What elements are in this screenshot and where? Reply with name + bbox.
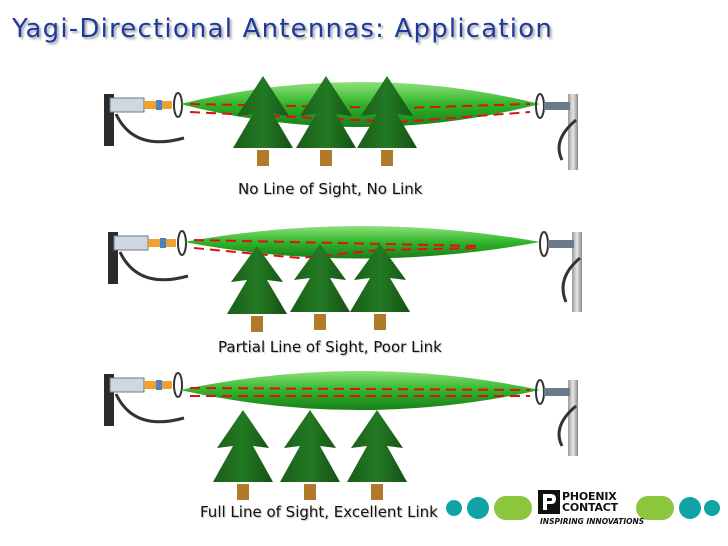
tree-icon — [227, 246, 287, 332]
receiver-antenna-icon — [535, 93, 578, 170]
tree-icon — [296, 76, 356, 166]
logo-tagline: INSPIRING INNOVATIONS — [540, 517, 645, 526]
tree-icon — [357, 76, 417, 166]
signal-beam — [184, 226, 540, 259]
scenario-3 — [104, 371, 578, 500]
signal-lines — [193, 239, 481, 260]
slide-title: Yagi-Directional Antennas: Application — [12, 14, 554, 44]
tree-icon — [347, 410, 407, 500]
transmitter-antenna-icon — [104, 372, 185, 426]
tree-icon — [280, 410, 340, 500]
transmitter-antenna-icon — [108, 230, 189, 284]
scenario-1 — [104, 76, 578, 170]
caption-partial-line-of-sight: Partial Line of Sight, Poor Link — [218, 338, 442, 356]
logo-name: PHOENIX CONTACT — [562, 490, 618, 514]
receiver-antenna-icon — [535, 379, 578, 456]
tree-icon — [213, 410, 273, 500]
signal-lines — [189, 387, 531, 397]
phoenix-logo-icon — [538, 490, 560, 514]
tree-icon — [350, 244, 410, 330]
tree-icon — [290, 244, 350, 330]
phoenix-contact-logo: PHOENIX CONTACT INSPIRING INNOVATIONS — [538, 490, 644, 536]
signal-beam — [180, 371, 540, 410]
scenario-2 — [108, 226, 582, 332]
caption-full-line-of-sight: Full Line of Sight, Excellent Link — [200, 503, 438, 521]
transmitter-antenna-icon — [104, 92, 185, 146]
receiver-antenna-icon — [539, 231, 582, 312]
footer-decoration — [446, 496, 720, 520]
tree-icon — [233, 76, 293, 166]
caption-no-line-of-sight: No Line of Sight, No Link — [238, 180, 423, 198]
